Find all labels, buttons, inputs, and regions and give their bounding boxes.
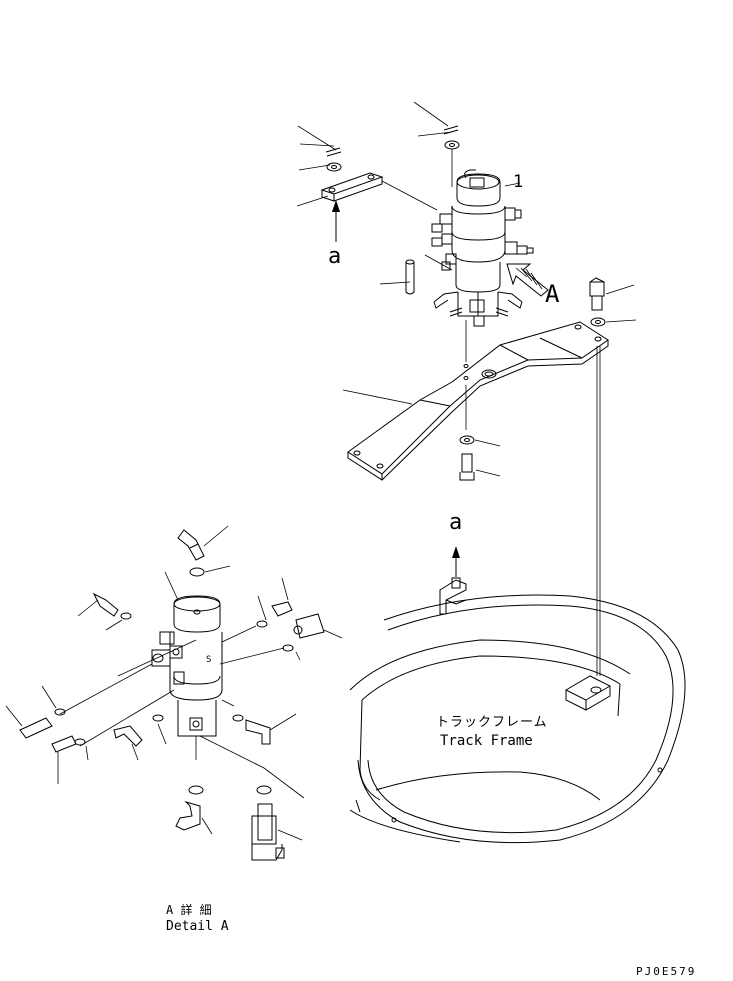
pin-left <box>405 259 415 295</box>
bolt-right <box>589 277 637 327</box>
mounting-bracket <box>342 321 609 676</box>
reference-label-a-upper: a <box>328 244 342 269</box>
distributor-valve <box>424 169 534 327</box>
view-label-a: A <box>545 280 560 308</box>
washer-top-right <box>443 125 460 187</box>
drawing-code: PJ0E579 <box>636 965 697 978</box>
track-frame <box>349 594 686 844</box>
svg-text:S: S <box>206 655 211 665</box>
bolt-lower <box>459 435 501 481</box>
detail-a-valve: S <box>5 525 343 861</box>
hatched-arrow-icon <box>506 263 549 297</box>
track-frame-label-en: Track Frame <box>440 733 533 749</box>
leader-lines-top-left <box>296 125 411 285</box>
bracket-plate <box>320 172 438 211</box>
detail-a-label-jp: A 詳 細 <box>166 903 212 917</box>
reference-label-a-lower: a <box>449 510 463 535</box>
frame-lug <box>565 675 611 711</box>
leader-lines-top-right <box>413 101 521 187</box>
detail-a-label-en: Detail A <box>166 919 229 934</box>
frame-mount <box>439 546 467 615</box>
washer-top-left <box>325 147 342 172</box>
up-arrow-icon <box>332 200 340 242</box>
part-number-1: 1 <box>513 172 524 192</box>
track-frame-label-jp: トラックフレーム <box>436 715 548 730</box>
